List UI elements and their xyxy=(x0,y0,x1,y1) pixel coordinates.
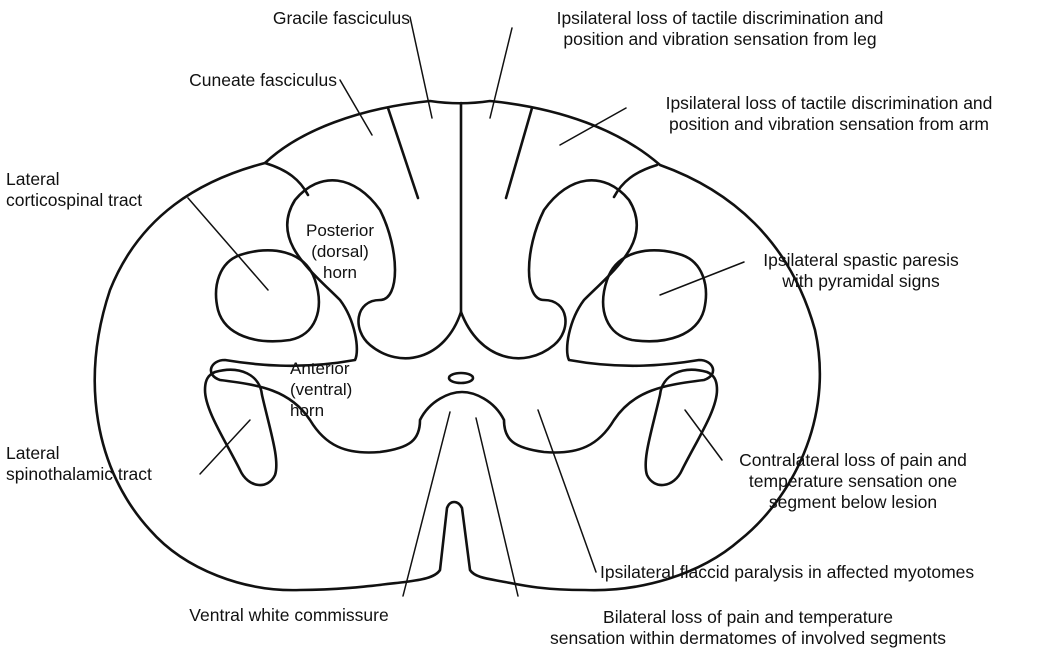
label-lateral-spinothalamic-tract: Lateral spinothalamic tract xyxy=(6,443,206,485)
right-lateral-spinothalamic-tract xyxy=(646,370,717,485)
label-contralateral-loss: Contralateral loss of pain and temperatu… xyxy=(722,450,984,513)
label-posterior-horn: Posterior (dorsal) horn xyxy=(300,220,380,283)
label-loss-leg: Ipsilateral loss of tactile discriminati… xyxy=(505,8,935,50)
label-loss-arm: Ipsilateral loss of tactile discriminati… xyxy=(614,93,1044,135)
leader-spastic xyxy=(660,262,744,295)
label-lateral-corticospinal-tract: Lateral corticospinal tract xyxy=(6,169,196,211)
label-flaccid-paralysis: Ipsilateral flaccid paralysis in affecte… xyxy=(600,562,1052,583)
leader-lat-st xyxy=(200,420,250,474)
leader-cuneate xyxy=(340,80,372,135)
label-anterior-horn: Anterior (ventral) horn xyxy=(290,358,370,421)
label-cuneate-fasciculus: Cuneate fasciculus xyxy=(130,70,337,91)
left-dorsal-septum xyxy=(388,108,418,198)
cord-outline xyxy=(95,101,820,590)
label-bilateral-loss: Bilateral loss of pain and temperature s… xyxy=(518,607,978,649)
right-dorsal-septum xyxy=(506,108,532,198)
label-ventral-white-commissure: Ventral white commissure xyxy=(174,605,404,626)
leader-flaccid xyxy=(538,410,596,572)
leader-lat-cs xyxy=(188,198,268,290)
label-spastic-paresis: Ipsilateral spastic paresis with pyramid… xyxy=(740,250,982,292)
leader-ventral-commissure xyxy=(403,412,450,596)
central-canal xyxy=(449,373,473,383)
leader-bilateral xyxy=(476,418,518,596)
label-gracile-fasciculus: Gracile fasciculus xyxy=(215,8,410,29)
left-posterolateral-boundary xyxy=(265,163,308,195)
